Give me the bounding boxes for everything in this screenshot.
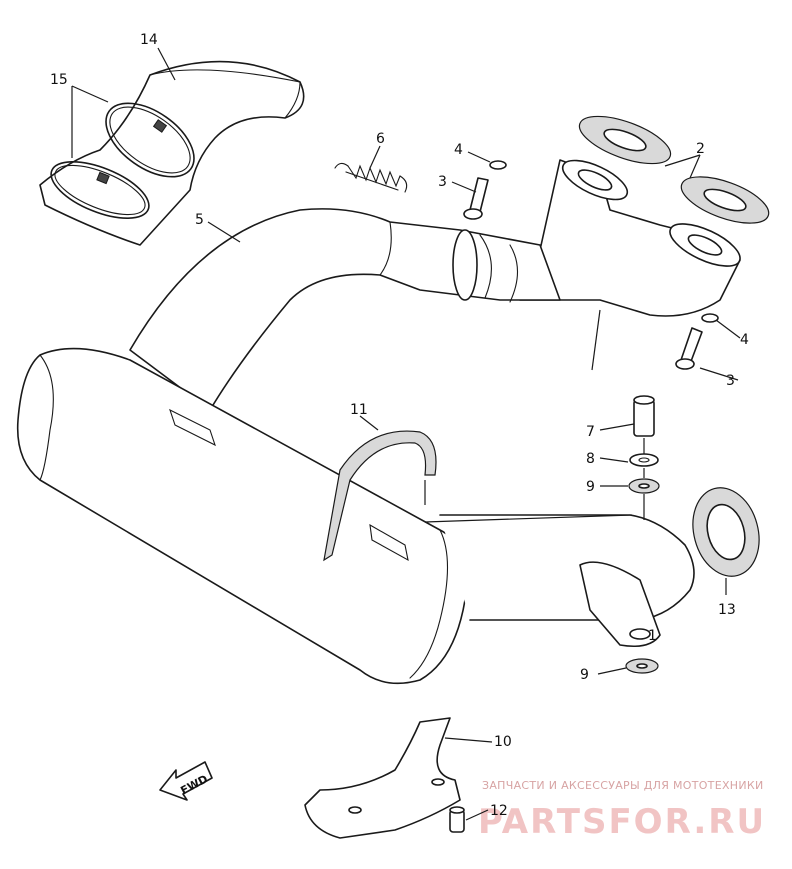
part-2-gaskets: [578, 115, 770, 224]
assembly-lines: [424, 309, 645, 523]
part-15-clamps: [50, 102, 195, 220]
part-14-duct: [39, 60, 305, 246]
tail-pipe: [439, 514, 695, 648]
callout-5: 5: [195, 212, 204, 228]
callout-2: 2: [696, 141, 705, 157]
callout-labels: 14 15 5 6 4 3 2 4 3 11 7 8 9 13 1 9 10 1…: [50, 32, 749, 819]
callout-4-lower: 4: [740, 332, 749, 348]
callout-12: 12: [490, 803, 508, 819]
part-7-collar: [633, 395, 655, 437]
muffler-body: [16, 347, 467, 685]
part-12-bolt: [449, 806, 465, 833]
callout-15: 15: [50, 72, 68, 88]
callout-10: 10: [494, 734, 512, 750]
part-10-bracket: [304, 717, 461, 839]
callout-11: 11: [350, 402, 368, 418]
part-3-bolt-lower: [675, 327, 703, 370]
callout-1: 1: [648, 628, 657, 644]
watermark-tagline: ЗАПЧАСТИ И АКСЕССУАРЫ ДЛЯ МОТОТЕХНИКИ: [482, 779, 764, 792]
callout-leaders: [71, 47, 741, 821]
callout-4-upper: 4: [454, 142, 463, 158]
part-4-washer-lower: [701, 313, 719, 323]
part-9-grommet-lower: [625, 658, 659, 674]
part-5-expansion-pipe: [129, 208, 561, 411]
part-13-ring: [692, 487, 760, 577]
part-1-manifold: [519, 159, 741, 317]
callout-6: 6: [376, 131, 385, 147]
watermark-brand: PARTSFOR.RU: [478, 802, 766, 842]
part-9-grommet-upper: [628, 478, 660, 494]
callout-3-lower: 3: [726, 373, 735, 389]
part-3-bolt-upper: [463, 177, 489, 220]
part-11-strap: [323, 430, 437, 562]
fwd-arrow-icon: FWD: [159, 761, 213, 801]
callout-13: 13: [718, 602, 736, 618]
callout-9-upper: 9: [586, 479, 595, 495]
part-8-washer: [629, 453, 659, 467]
callout-3-upper: 3: [438, 174, 447, 190]
part-4-washer-upper: [489, 160, 507, 170]
callout-9-lower: 9: [580, 667, 589, 683]
watermark: ЗАПЧАСТИ И АКСЕССУАРЫ ДЛЯ МОТОТЕХНИКИ PA…: [478, 779, 766, 842]
callout-7: 7: [586, 424, 595, 440]
callout-14: 14: [140, 32, 158, 48]
callout-8: 8: [586, 451, 595, 467]
part-6-spring: [334, 162, 408, 193]
